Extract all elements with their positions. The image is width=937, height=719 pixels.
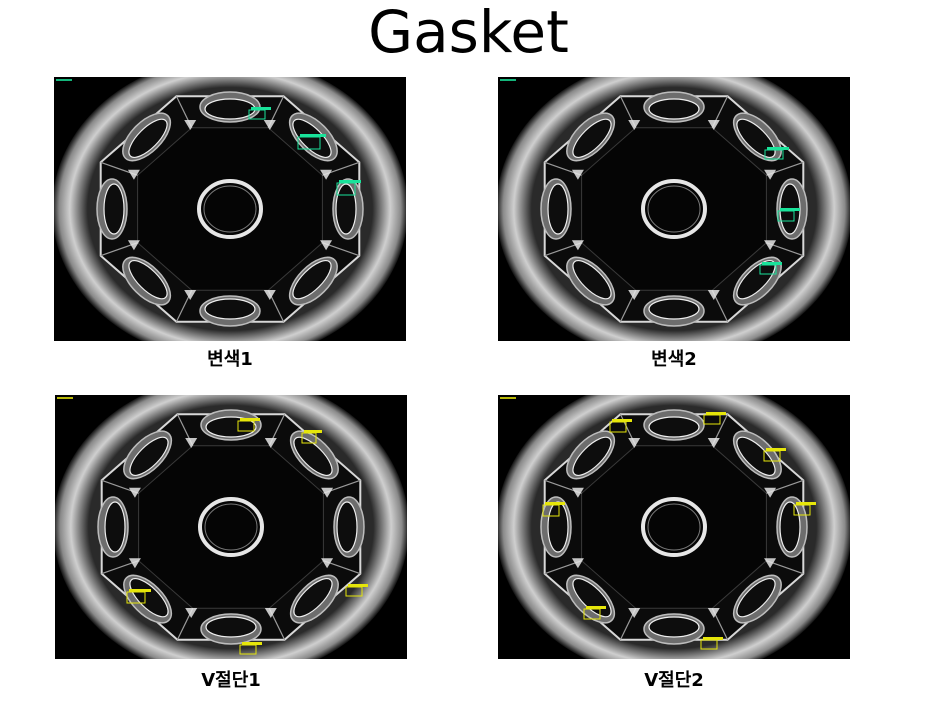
detection-label <box>796 502 816 505</box>
gasket-ring <box>97 496 129 558</box>
detection-label <box>129 589 151 592</box>
gasket-ring <box>540 178 572 240</box>
caption-v-cut-1: V절단1 <box>201 670 261 691</box>
gasket-ring <box>732 430 782 480</box>
gasket-ring <box>566 256 616 306</box>
gasket-ring <box>776 496 808 558</box>
fixture-drawing <box>498 395 850 659</box>
gasket-ring <box>732 256 782 306</box>
gasket-ring <box>566 112 616 162</box>
gasket-ring <box>732 574 782 624</box>
detection-label <box>339 180 361 183</box>
caption-v-cut-2: V절단2 <box>644 670 704 691</box>
detection-label <box>240 418 260 421</box>
gasket-ring <box>199 295 261 327</box>
center-ring <box>641 497 707 557</box>
detection-label <box>703 637 723 640</box>
detection-label <box>762 262 782 265</box>
detection-label <box>767 147 789 150</box>
gasket-ring <box>123 574 173 624</box>
gasket-ring <box>122 256 172 306</box>
gasket-ring <box>200 613 262 645</box>
caption-discoloration-2: 변색2 <box>651 349 697 370</box>
gasket-ring <box>643 91 705 123</box>
gasket-ring <box>643 409 705 441</box>
detection-label <box>300 134 326 137</box>
detection-label <box>242 642 262 645</box>
detection-label <box>780 208 800 211</box>
gasket-ring <box>200 409 262 441</box>
caption-discoloration-1: 변색1 <box>207 349 253 370</box>
detection-label <box>251 107 271 110</box>
gasket-ring <box>566 430 616 480</box>
detection-label <box>766 448 786 451</box>
center-ring <box>198 497 264 557</box>
gasket-ring <box>643 613 705 645</box>
fixture-drawing <box>498 77 850 341</box>
gasket-ring <box>123 430 173 480</box>
gasket-ring <box>96 178 128 240</box>
gasket-ring <box>540 496 572 558</box>
detection-label <box>545 502 565 505</box>
gasket-ring <box>643 295 705 327</box>
inspection-image-discoloration-2 <box>498 77 850 341</box>
detection-label <box>612 419 632 422</box>
gasket-ring <box>289 574 339 624</box>
inspection-image-discoloration-1 <box>54 77 406 341</box>
page-title: Gasket <box>368 0 569 66</box>
gasket-ring <box>122 112 172 162</box>
detection-label <box>304 430 322 433</box>
detection-label <box>706 412 726 415</box>
inspection-image-v-cut-2 <box>498 395 850 659</box>
inspection-image-v-cut-1 <box>55 395 407 659</box>
gasket-ring <box>288 256 338 306</box>
center-ring <box>197 179 263 239</box>
gasket-ring <box>333 496 365 558</box>
center-ring <box>641 179 707 239</box>
gasket-ring <box>199 91 261 123</box>
detection-label <box>348 584 368 587</box>
gasket-ring <box>732 112 782 162</box>
fixture-drawing <box>55 395 407 659</box>
detection-label <box>586 606 606 609</box>
fixture-drawing <box>54 77 406 341</box>
